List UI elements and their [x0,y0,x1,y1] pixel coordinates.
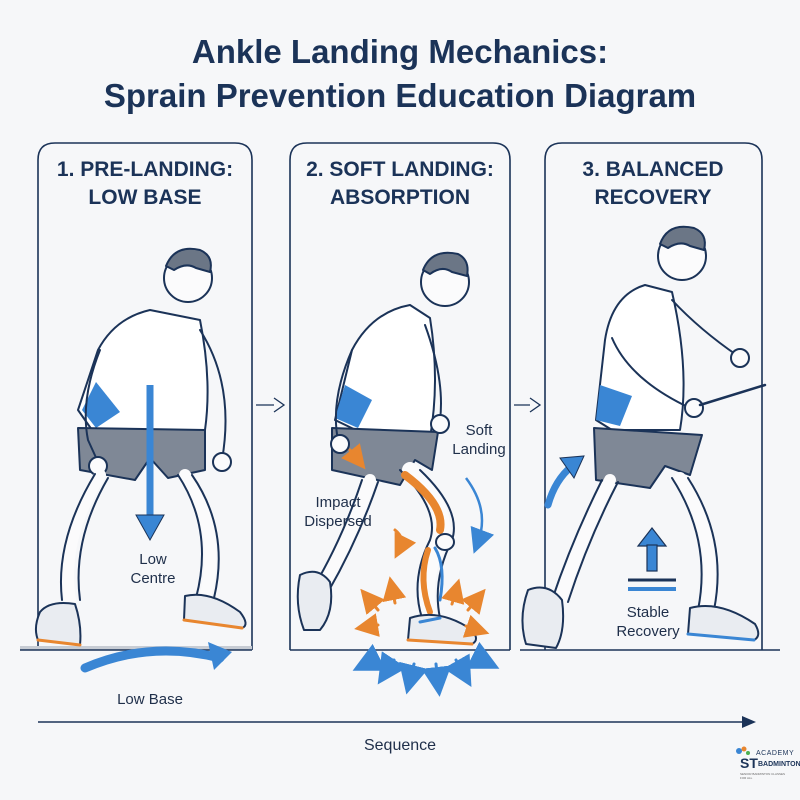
label-low-centre-line-1: Low [139,551,167,568]
panel-2-heading-line-1: 2. SOFT LANDING: [306,158,494,181]
diagram-title: Ankle Landing Mechanics: Sprain Preventi… [0,30,800,118]
logo-academy-text: ACADEMY [756,750,795,757]
academy-logo-mark [736,746,750,755]
panel-1-heading-line-1: 1. PRE-LANDING: [56,158,234,181]
sequence-axis [38,716,756,728]
impact-arrows-blue [352,641,500,697]
panel-3-heading: 3. BALANCED RECOVERY [538,156,768,212]
panel-3-heading-line-2: RECOVERY [594,186,712,209]
panel-2-heading: 2. SOFT LANDING: ABSORPTION [285,156,515,212]
stable-up-arrow [628,527,676,591]
low-base-arrow [80,642,232,673]
soft-landing-curve-arrow [464,477,495,554]
label-soft-landing-line-1: Soft [465,422,493,439]
panel-frame-1 [37,142,253,650]
panel-3-heading-line-1: 3. BALANCED [582,158,724,181]
label-low-centre-line-2: Centre [130,570,176,587]
logo-tagline: SENIOR BADMINTON CLASSES FOR ALL [740,772,785,780]
logo-badminton-text: BADMINTON [758,761,800,768]
low-centre-arrow [135,385,165,542]
label-impact-dispersed: Impact Dispersed [292,493,384,531]
sequence-label: Sequence [363,737,437,754]
panel-connector-arrow-1 [256,397,286,413]
panel-connector-arrow-2 [514,397,542,413]
title-line-1: Ankle Landing Mechanics: [191,33,609,70]
label-impact-dispersed-line-1: Impact [315,494,361,511]
athlete-figure-2 [296,251,477,646]
panel-1-heading-line-2: LOW BASE [88,186,202,209]
label-impact-dispersed-line-2: Dispersed [304,513,372,530]
athlete-figure-3 [521,225,767,649]
impact-arrows-orange [341,443,490,638]
label-low-centre: Low Centre [118,550,188,588]
panel-frame-2 [289,142,511,650]
logo-st-text: ST [740,755,758,771]
label-soft-landing-line-2: Landing [452,441,506,458]
forward-motion-arrow [544,455,585,509]
label-stable-recovery-line-2: Recovery [616,623,680,640]
label-low-base: Low Base [117,691,183,708]
label-soft-landing: Soft Landing [446,421,512,459]
athlete-figure-1 [34,247,247,647]
panel-1-heading: 1. PRE-LANDING: LOW BASE [30,156,260,212]
label-stable-recovery: Stable Recovery [598,603,698,641]
panel-2-heading-line-2: ABSORPTION [329,186,470,209]
title-line-2: Sprain Prevention Education Diagram [103,77,697,114]
panel-frame-3 [544,142,763,650]
academy-logo: ACADEMY ST BADMINTON SENIOR BADMINTON CL… [734,748,800,788]
label-stable-recovery-line-1: Stable [626,604,670,621]
